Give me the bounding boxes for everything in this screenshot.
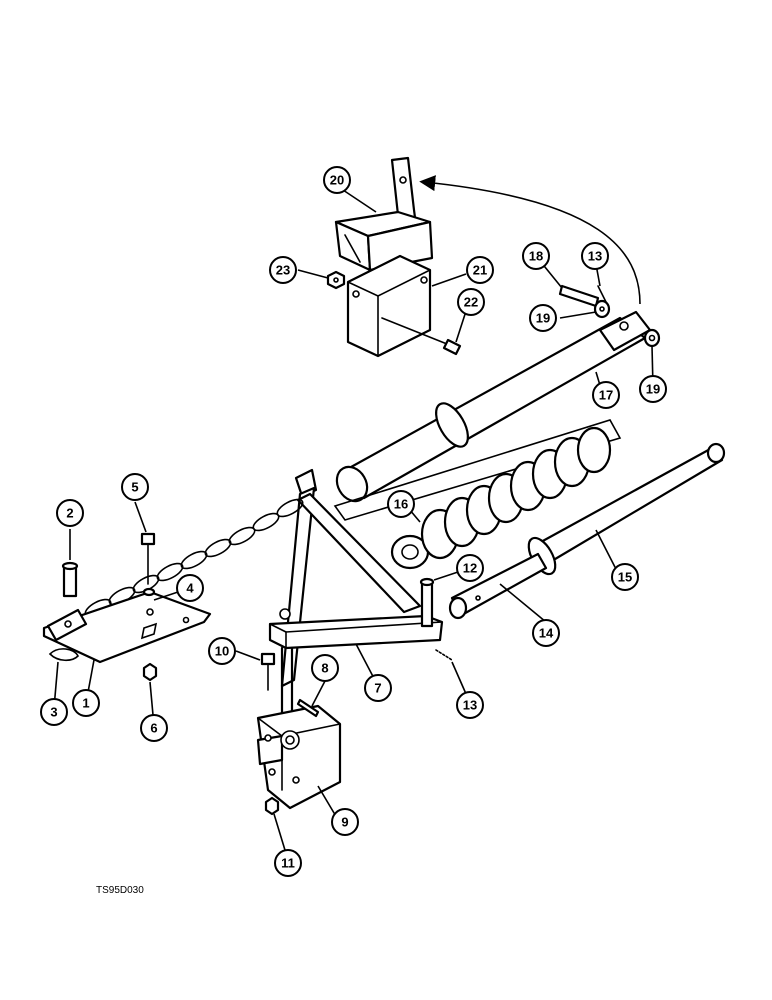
svg-text:23: 23 <box>276 263 290 278</box>
callout-16: 16 <box>387 490 415 518</box>
callout-15: 15 <box>611 563 639 591</box>
callout-13-upper: 13 <box>581 242 609 270</box>
svg-text:10: 10 <box>215 644 229 659</box>
svg-text:1: 1 <box>82 696 89 711</box>
rod <box>448 552 548 620</box>
nut <box>264 796 280 816</box>
callout-2: 2 <box>56 499 84 527</box>
svg-text:19: 19 <box>646 382 660 397</box>
pin <box>296 698 320 718</box>
svg-text:15: 15 <box>618 570 632 585</box>
svg-text:21: 21 <box>473 263 487 278</box>
nut <box>142 662 158 682</box>
svg-text:3: 3 <box>50 705 57 720</box>
callout-9: 9 <box>331 808 359 836</box>
svg-text:16: 16 <box>394 497 408 512</box>
bracket-weldment <box>334 156 434 272</box>
bolt <box>140 532 156 585</box>
callout-5: 5 <box>121 473 149 501</box>
spring <box>333 419 622 570</box>
pin <box>61 561 79 598</box>
washer <box>643 328 661 348</box>
washer <box>593 299 611 319</box>
callout-13-lower: 13 <box>456 691 484 719</box>
svg-text:7: 7 <box>374 681 381 696</box>
callout-10: 10 <box>208 637 236 665</box>
callout-19-right: 19 <box>639 375 667 403</box>
washer <box>142 587 156 597</box>
svg-text:6: 6 <box>150 721 157 736</box>
mounting-plate <box>346 254 432 358</box>
bolt <box>381 317 462 356</box>
callout-12: 12 <box>456 554 484 582</box>
leader-lines <box>53 189 654 861</box>
svg-text:11: 11 <box>281 856 295 871</box>
callout-11: 11 <box>274 849 302 877</box>
bolt <box>260 652 276 691</box>
callout-20: 20 <box>323 166 351 194</box>
svg-text:18: 18 <box>529 249 543 264</box>
callout-21: 21 <box>466 256 494 284</box>
callout-14: 14 <box>532 619 560 647</box>
figure-code: TS95D030 <box>96 885 144 896</box>
svg-text:8: 8 <box>321 661 328 676</box>
svg-text:5: 5 <box>131 480 138 495</box>
svg-text:20: 20 <box>330 173 344 188</box>
callout-22: 22 <box>457 288 485 316</box>
callout-17: 17 <box>592 381 620 409</box>
svg-text:22: 22 <box>464 295 478 310</box>
pin <box>558 284 600 308</box>
roll-pin <box>597 285 607 303</box>
pin <box>419 577 435 628</box>
callout-1: 1 <box>72 689 100 717</box>
callout-18: 18 <box>522 242 550 270</box>
svg-text:13: 13 <box>463 698 477 713</box>
svg-text:17: 17 <box>599 388 613 403</box>
callout-19-left: 19 <box>529 304 557 332</box>
svg-text:2: 2 <box>66 506 73 521</box>
svg-text:12: 12 <box>463 561 477 576</box>
callout-8: 8 <box>311 654 339 682</box>
roll-pin <box>435 649 453 661</box>
svg-text:19: 19 <box>536 311 550 326</box>
hair-pin-clip <box>48 648 79 662</box>
svg-text:14: 14 <box>539 626 554 641</box>
a-frame <box>268 468 444 722</box>
callout-23: 23 <box>269 256 297 284</box>
nut <box>326 270 346 290</box>
svg-text:9: 9 <box>341 815 348 830</box>
svg-text:4: 4 <box>186 581 194 596</box>
chain-plate <box>42 590 212 664</box>
svg-text:13: 13 <box>588 249 602 264</box>
hinge-bracket <box>256 704 342 810</box>
callout-7: 7 <box>364 674 392 702</box>
callout-6: 6 <box>140 714 168 742</box>
callout-3: 3 <box>40 698 68 726</box>
assembly-arrow <box>419 175 641 305</box>
callout-4: 4 <box>176 574 204 602</box>
